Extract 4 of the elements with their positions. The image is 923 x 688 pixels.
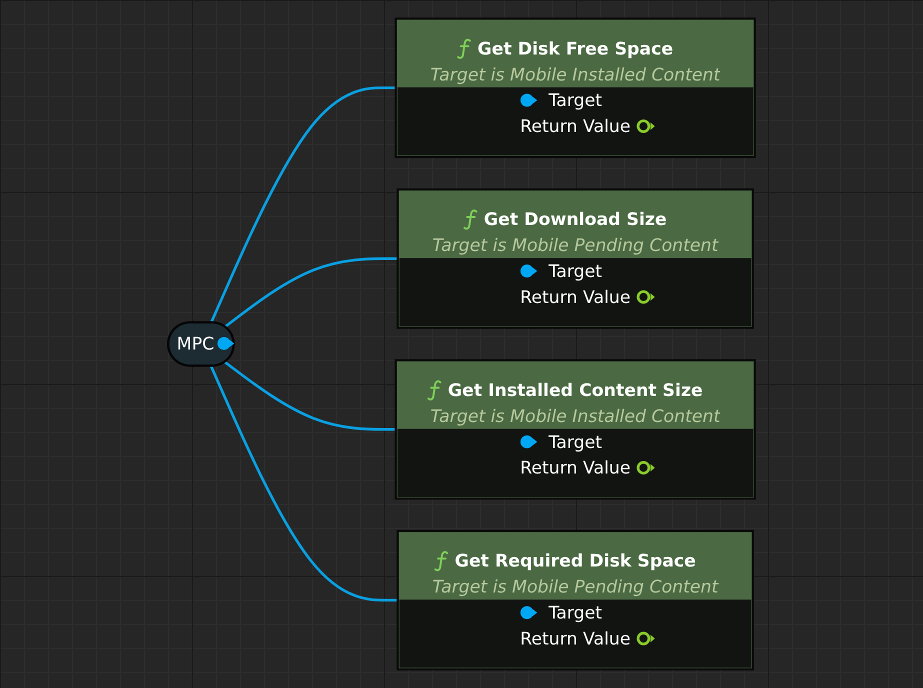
connector bbox=[210, 366, 398, 602]
connector bbox=[210, 86, 396, 324]
connector bbox=[224, 257, 398, 328]
connector bbox=[224, 361, 396, 431]
